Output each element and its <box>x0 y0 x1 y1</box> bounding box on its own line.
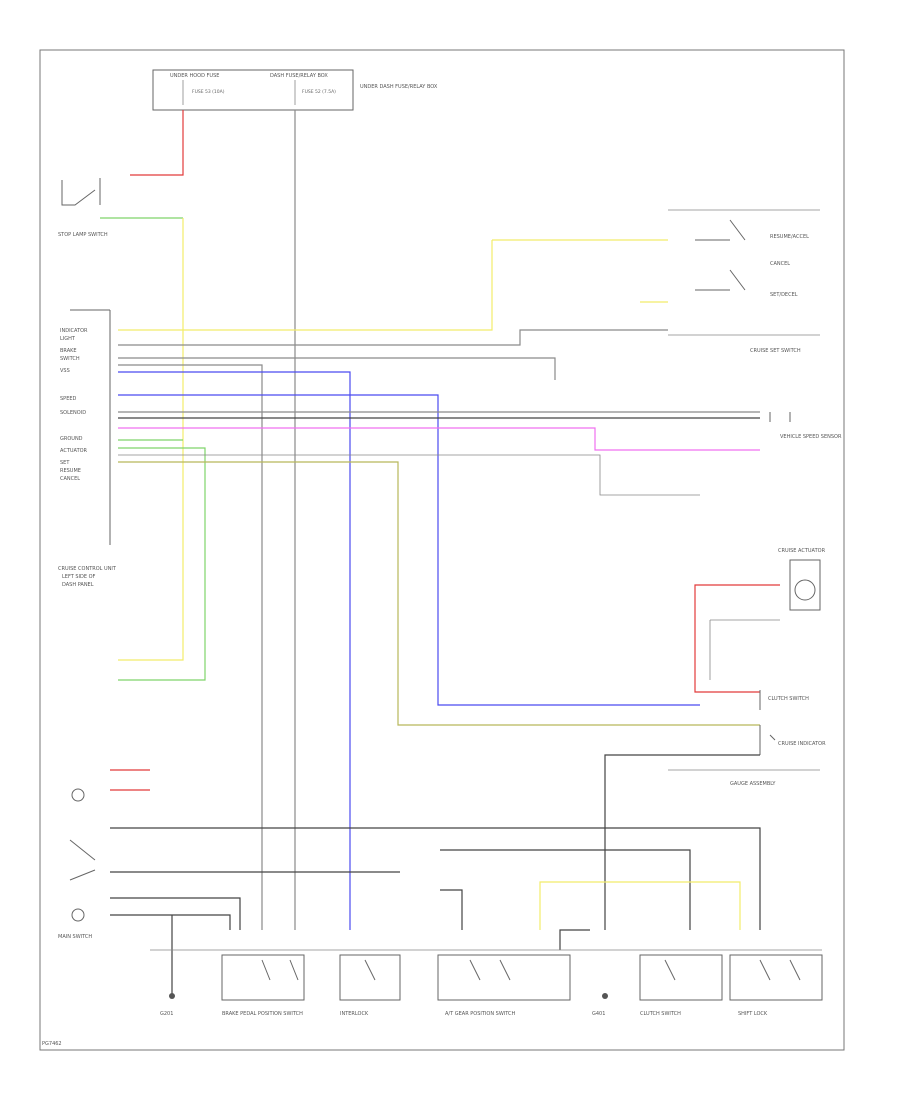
wire-red-top <box>130 110 184 176</box>
clutch-switch-component: CLUTCH SWITCH <box>759 690 809 710</box>
pin-label-5: VSS <box>60 368 70 374</box>
fuse-a-label: FUSE 53 (10A) <box>192 89 225 95</box>
main-switch-3-label: SET/DECEL <box>770 292 798 298</box>
pin-label-9: ACTUATOR <box>60 448 88 454</box>
pin-label-8: GROUND <box>60 436 83 442</box>
wire-green-3 <box>118 447 206 681</box>
cruise-unit-sub2: DASH PANEL <box>62 582 94 588</box>
bottom-label-5: G401 <box>592 1011 605 1017</box>
clutch-switch-label: CLUTCH SWITCH <box>768 696 809 702</box>
bottom-label-3: INTERLOCK <box>340 1011 369 1017</box>
wire-blue-2 <box>118 394 700 706</box>
vss-label: VEHICLE SPEED SENSOR <box>780 434 842 440</box>
actuator-component: CRUISE ACTUATOR <box>694 548 826 693</box>
cruise-unit-sub1: LEFT SIDE OF <box>62 574 96 580</box>
main-switch-1-label: RESUME/ACCEL <box>770 234 809 240</box>
wire-olive <box>118 461 760 726</box>
pin-label-12: CANCEL <box>60 476 80 482</box>
wire-dark-bottom-4 <box>440 889 463 930</box>
wire-yellow-vertical <box>118 218 184 661</box>
wire-yellow-bottom <box>539 881 741 930</box>
brake-switch: STOP LAMP SWITCH <box>58 178 108 238</box>
cruise-set-switch: RESUME/ACCEL CANCEL SET/DECEL CRUISE SET… <box>668 209 820 354</box>
wire-gray-1 <box>118 357 556 380</box>
fuse-b-label: FUSE 52 (7.5A) <box>302 89 336 95</box>
pin-label-3: BRAKE <box>60 348 77 354</box>
fuse-box-left-label: UNDER HOOD FUSE <box>170 73 219 79</box>
pin-label-4: SWITCH <box>60 356 80 362</box>
wire-gray-2 <box>118 364 263 930</box>
fuse-box-note: UNDER DASH FUSE/RELAY BOX <box>360 84 438 90</box>
bottom-components: G201 BRAKE PEDAL POSITION SWITCH INTERLO… <box>150 949 823 1017</box>
bottom-label-2: BRAKE PEDAL POSITION SWITCH <box>222 1011 303 1017</box>
wire-dark-bottom-3 <box>440 849 691 930</box>
pin-label-2: LIGHT <box>60 336 76 342</box>
wire-magenta <box>118 427 760 451</box>
main-sw-bottom-label: MAIN SWITCH <box>58 934 92 940</box>
diagram-frame <box>39 49 845 1051</box>
main-switch-bottom: MAIN SWITCH <box>58 769 150 940</box>
pin-label-7: SOLENOID <box>60 410 86 416</box>
bottom-label-1: G201 <box>160 1011 173 1017</box>
fuse-box: UNDER HOOD FUSE DASH FUSE/RELAY BOX UNDE… <box>152 69 438 111</box>
bottom-label-4: A/T GEAR POSITION SWITCH <box>445 1011 516 1017</box>
wire-gray-set <box>118 329 668 346</box>
footer-label: PG7462 <box>42 1041 62 1047</box>
wire-dark-bottom-5 <box>110 897 241 930</box>
bottom-label-7: SHIFT LOCK <box>738 1011 768 1017</box>
indicator-component: CRUISE INDICATOR GAUGE ASSEMBLY <box>604 725 826 930</box>
wire-dark-bottom-1 <box>110 827 761 930</box>
cruise-set-switch-title: CRUISE SET SWITCH <box>750 348 801 354</box>
pin-label-6: SPEED <box>60 396 77 402</box>
cruise-control-unit: INDICATOR LIGHT BRAKE SWITCH VSS SPEED S… <box>58 309 117 588</box>
brake-switch-label: STOP LAMP SWITCH <box>58 232 108 238</box>
bottom-label-6: CLUTCH SWITCH <box>640 1011 681 1017</box>
wire-yellow-set-2 <box>118 240 493 331</box>
fuse-box-right-label: DASH FUSE/RELAY BOX <box>270 73 328 79</box>
pin-label-1: INDICATOR <box>60 328 88 334</box>
pin-label-11: RESUME <box>60 468 81 474</box>
main-switch-2-label: CANCEL <box>770 261 790 267</box>
wire-lightgray <box>118 454 700 496</box>
wire-dark-bottom-8 <box>559 929 590 950</box>
wire-dark-bottom-6 <box>110 914 231 930</box>
pin-label-10: SET <box>60 460 70 466</box>
indicator-label: CRUISE INDICATOR <box>778 741 826 747</box>
cruise-unit-label: CRUISE CONTROL UNIT <box>58 566 117 572</box>
wire-blue-1 <box>118 371 351 930</box>
actuator-label: CRUISE ACTUATOR <box>778 548 826 554</box>
gauge-label: GAUGE ASSEMBLY <box>730 781 776 787</box>
vss-component: VEHICLE SPEED SENSOR <box>769 412 842 440</box>
